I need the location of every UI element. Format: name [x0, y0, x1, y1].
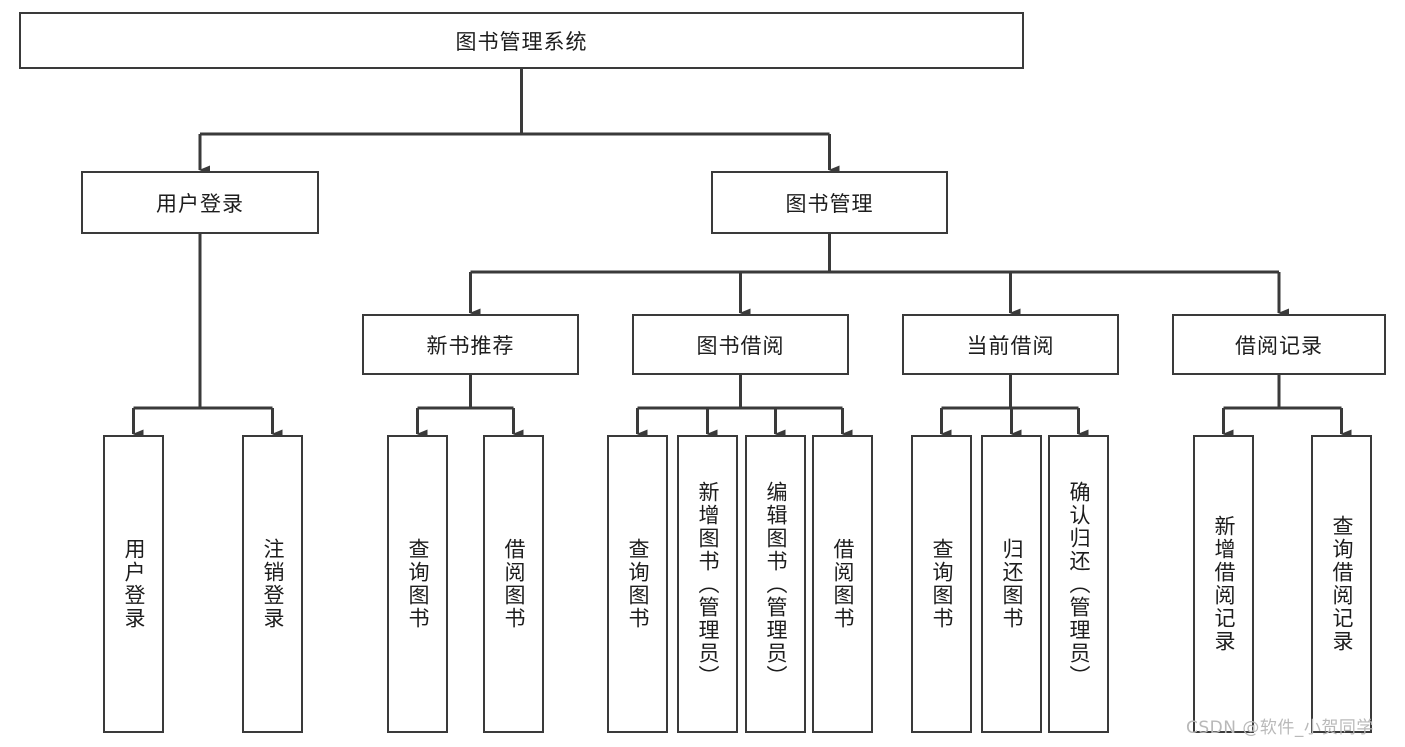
node-leaf-user-logout[interactable]: 注销登录 — [242, 435, 303, 733]
node-leaf-add-book-admin[interactable]: 新增图书（管理员） — [677, 435, 738, 733]
node-leaf-query-book-1[interactable]: 查询图书 — [387, 435, 448, 733]
node-label: 编辑图书（管理员） — [764, 480, 788, 688]
watermark-label: CSDN @软件_小贺同学 — [1186, 718, 1374, 738]
node-label: 图书借阅 — [696, 333, 785, 358]
node-leaf-return-book[interactable]: 归还图书 — [981, 435, 1042, 733]
node-label: 借阅图书 — [831, 538, 855, 630]
node-leaf-user-login[interactable]: 用户登录 — [103, 435, 164, 733]
node-label: 用户登录 — [122, 538, 146, 630]
node-label: 查询图书 — [930, 538, 954, 630]
node-new-book-recommend[interactable]: 新书推荐 — [362, 314, 579, 375]
node-label: 查询图书 — [406, 538, 430, 630]
node-leaf-edit-book-admin[interactable]: 编辑图书（管理员） — [745, 435, 806, 733]
node-label: 归还图书 — [1000, 538, 1024, 630]
node-leaf-add-borrow-record[interactable]: 新增借阅记录 — [1193, 435, 1254, 733]
node-label: 图书管理系统 — [455, 29, 588, 54]
node-label: 新书推荐 — [426, 333, 515, 358]
node-root[interactable]: 图书管理系统 — [19, 12, 1024, 69]
node-label: 新增图书（管理员） — [696, 480, 720, 688]
node-borrow-record[interactable]: 借阅记录 — [1172, 314, 1386, 375]
node-leaf-query-book-2[interactable]: 查询图书 — [607, 435, 668, 733]
node-label: 当前借阅 — [966, 333, 1055, 358]
node-label: 图书管理 — [785, 191, 874, 216]
node-label: 确认归还（管理员） — [1067, 480, 1091, 688]
node-book-borrow[interactable]: 图书借阅 — [632, 314, 849, 375]
node-leaf-query-book-3[interactable]: 查询图书 — [911, 435, 972, 733]
node-label: 查询借阅记录 — [1330, 515, 1354, 653]
node-leaf-query-borrow-record[interactable]: 查询借阅记录 — [1311, 435, 1372, 733]
node-label: 借阅记录 — [1235, 333, 1323, 358]
node-leaf-confirm-return-admin[interactable]: 确认归还（管理员） — [1048, 435, 1109, 733]
node-label: 查询图书 — [626, 538, 650, 630]
node-label: 借阅图书 — [502, 538, 526, 630]
node-label: 用户登录 — [156, 191, 244, 216]
node-leaf-borrow-book-2[interactable]: 借阅图书 — [812, 435, 873, 733]
node-current-borrow[interactable]: 当前借阅 — [902, 314, 1119, 375]
node-label: 注销登录 — [261, 538, 285, 630]
node-label: 新增借阅记录 — [1212, 515, 1236, 653]
node-book-manage[interactable]: 图书管理 — [711, 171, 948, 234]
node-leaf-borrow-book-1[interactable]: 借阅图书 — [483, 435, 544, 733]
node-user-login[interactable]: 用户登录 — [81, 171, 319, 234]
